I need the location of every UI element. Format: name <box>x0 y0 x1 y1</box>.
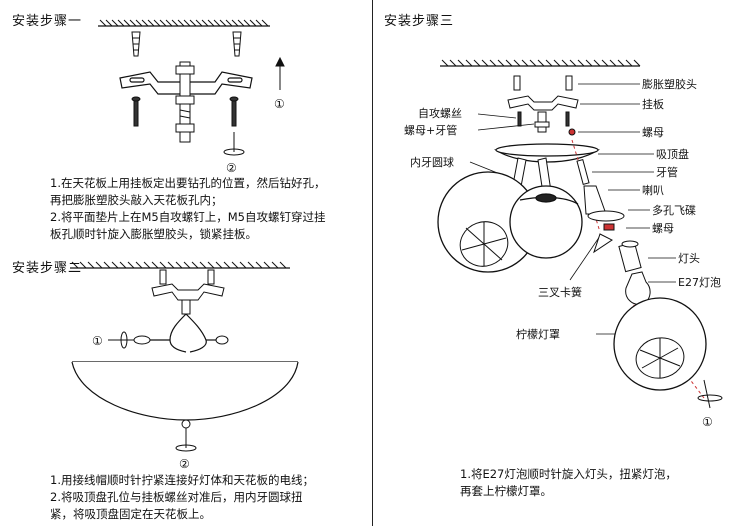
label-thread-pipe: 牙管 <box>656 165 678 179</box>
step2-inner-ball <box>175 419 197 452</box>
label-lemon-shade: 柠檬灯罩 <box>516 327 560 341</box>
step3-title: 安装步骤三 <box>384 14 455 29</box>
step1-instruction-line1: 1.在天花板上用挂板定出要钻孔的位置，然后钻好孔， <box>50 176 326 190</box>
step3-lamp-ball-left-cross <box>459 221 509 267</box>
step3-multi-disc <box>587 210 625 222</box>
step3-lower-nut <box>603 223 615 231</box>
step2-hanger-assembly <box>151 269 225 315</box>
label-lamp-holder: 灯头 <box>678 252 700 265</box>
step2-instruction-line1: 1.用接线帽顺时针拧紧连接好灯体和天花板的电线； <box>50 473 314 487</box>
step3-rotate-marker <box>697 379 723 409</box>
step2-marker-2: ② <box>179 457 190 471</box>
step2-instruction-line3: 紧，将吸顶盘固定在天花板上。 <box>50 507 211 521</box>
label-horn: 喇叭 <box>642 183 664 197</box>
label-bulb: E27灯泡 <box>678 275 721 289</box>
label-multi-disc: 多孔飞碟 <box>652 203 696 217</box>
step2-wire-cap-right <box>215 335 229 345</box>
label-tri-spring: 三叉卡簧 <box>538 285 582 299</box>
label-nut-pipe: 螺母+牙管 <box>404 123 457 137</box>
step2-wires <box>150 313 216 353</box>
step1-marker-1: ① <box>274 97 285 111</box>
step3-lemon-shade-cross <box>635 337 685 379</box>
step2-instruction-line2: 2.将吸顶盘孔位与挂板螺丝对准后，用内牙圆球扭 <box>50 490 303 504</box>
label-lower-nut: 螺母 <box>652 222 674 235</box>
label-self-tapping-screw: 自攻螺丝 <box>418 106 462 120</box>
step3-thread-pipe <box>576 159 590 185</box>
step3-ceiling <box>440 59 641 67</box>
step1-instruction-line4: 板孔顺时针旋入膨胀塑胶头，锁紧挂板。 <box>50 227 257 241</box>
step2-ceiling <box>70 261 290 269</box>
label-ceiling-plate: 吸顶盘 <box>656 147 689 161</box>
step1-ceiling <box>98 19 270 27</box>
step1-screw-right <box>229 96 239 127</box>
step3-lamp-holder <box>618 240 642 273</box>
step1-instruction-line3: 2.将平面垫片上在M5自攻螺钉上，M5自攻螺钉穿过挂 <box>50 210 326 224</box>
panel-divider <box>372 0 373 526</box>
step2-diagram: ① ② <box>70 261 299 471</box>
label-nut: 螺母 <box>642 126 664 139</box>
step1-instruction-line2: 再把膨胀塑胶头敲入天花板孔内； <box>50 193 223 207</box>
step1-screw-left <box>131 96 141 127</box>
step3-nut-pipe <box>534 111 550 133</box>
label-inner-ball: 内牙圆球 <box>410 155 454 169</box>
step3-instruction-line1: 1.将E27灯泡顺时针旋入灯头，扭紧灯泡， <box>460 467 677 481</box>
label-expansion-plug: 膨胀塑胶头 <box>642 77 697 91</box>
step3-nut-red <box>568 128 576 136</box>
step1-diagram: ① ② <box>98 19 285 175</box>
step3-tri-spring <box>593 233 613 254</box>
step1-up-arrow <box>275 56 285 90</box>
step2-marker-1: ① <box>92 334 103 348</box>
step1-expansion-plug-right <box>232 31 242 57</box>
step3-hanger <box>507 95 579 111</box>
step3-horn <box>583 185 607 215</box>
label-hanger: 挂板 <box>642 97 664 111</box>
step1-rotation-arrow <box>223 132 245 156</box>
step1-center-bolt <box>175 61 195 143</box>
step3-lamp-ball-center <box>509 185 583 259</box>
step2-title: 安装步骤二 <box>12 261 83 276</box>
step2-rotate-left-marker <box>108 331 134 349</box>
step3-instruction-line2: 再套上柠檬灯罩。 <box>460 484 552 498</box>
step1-marker-2: ② <box>226 161 237 175</box>
step3-expansion-plugs <box>513 75 573 91</box>
step1-expansion-plug-left <box>131 31 141 57</box>
step3-marker-1: ① <box>702 415 713 429</box>
step3-screws <box>517 111 570 127</box>
step1-title: 安装步骤一 <box>12 14 83 29</box>
